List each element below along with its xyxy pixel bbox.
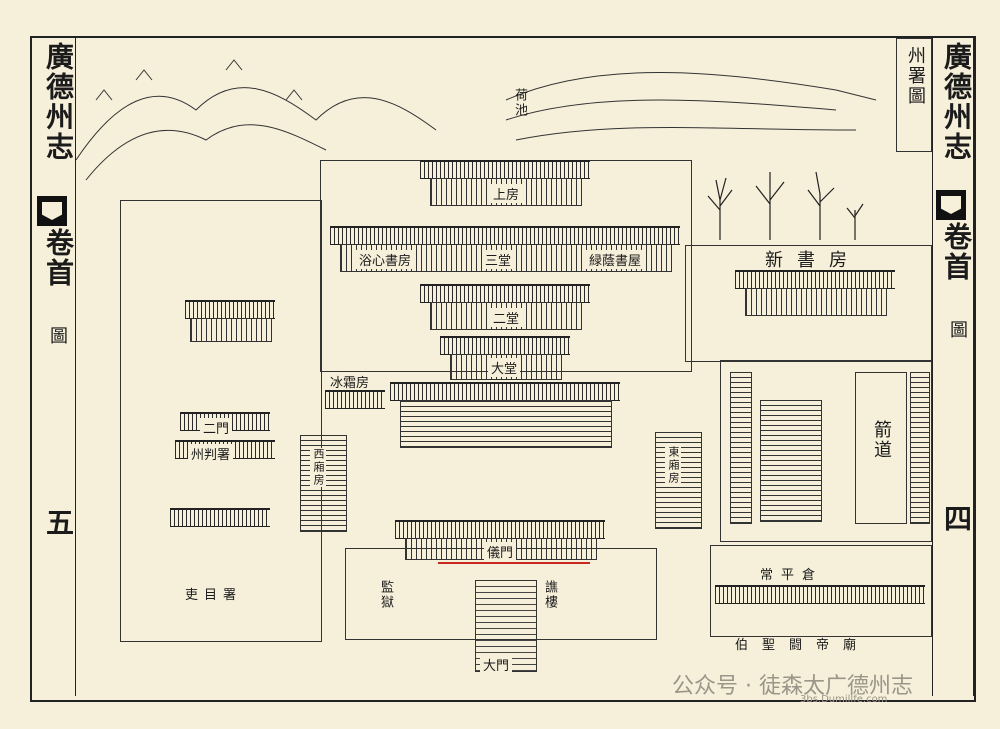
bingsi-room-roof [325, 390, 385, 409]
new-study-compound [685, 245, 932, 362]
upper-room-roof [420, 160, 590, 179]
label-bell-tower: 譙樓 [542, 580, 557, 610]
label-west-room: 西廂房 [310, 448, 326, 487]
arrow-path-compound [720, 360, 932, 542]
label-prison: 監獄 [378, 580, 393, 610]
great-hall-roof [440, 336, 570, 355]
label-east-room: 東廂房 [665, 446, 681, 485]
granary-roof [715, 585, 925, 604]
fish-tail-mark-right [936, 190, 966, 220]
label-yuhun-study: 緑蔭書屋 [586, 250, 645, 269]
west-hall-body [190, 318, 272, 342]
west-compound [120, 200, 322, 642]
label-arrow-path: 箭道 [871, 420, 892, 460]
left-section: 圖 [47, 326, 68, 346]
label-third-hall: 三堂 [482, 250, 515, 269]
trees-illustration [707, 171, 864, 240]
label-second-hall: 二堂 [490, 308, 523, 327]
map-caption: 州署圖 [905, 46, 926, 106]
left-page-number: 五 [42, 508, 75, 538]
right-title: 廣德州志 [940, 42, 973, 162]
west-lower-roof [170, 508, 270, 527]
right-page-number: 四 [940, 504, 973, 534]
label-ceremonial-gate: 儀門 [484, 542, 517, 561]
arrow-path-lane [855, 372, 907, 524]
third-hall-roof [330, 226, 680, 245]
label-lotus-pond: 荷池 [512, 88, 527, 118]
hills-illustration [76, 59, 877, 181]
left-chapter: 卷首 [42, 228, 75, 288]
label-great-hall: 大堂 [488, 358, 521, 377]
front-hall-roof [390, 382, 620, 401]
second-hall-roof [420, 284, 590, 303]
left-title: 廣德州志 [42, 42, 75, 162]
east-wing-right [910, 372, 930, 524]
label-earth-god-temple: 伯聖闘帝廟 [735, 638, 871, 653]
label-main-gate: 大門 [480, 655, 513, 674]
label-new-study: 新書房 [765, 250, 861, 271]
granary-compound [710, 545, 932, 637]
caption-box [896, 38, 932, 152]
new-study-roof [735, 270, 895, 289]
right-section: 圖 [947, 320, 968, 340]
ceremonial-gate-roof [395, 520, 605, 539]
label-second-gate: 二門 [200, 418, 233, 437]
label-bingsi-room: 冰霜房 [330, 376, 370, 391]
label-clerk-hall: 吏目署 [185, 588, 243, 603]
label-upper-room: 上房 [490, 184, 523, 203]
map-frame [30, 36, 976, 702]
new-study-body [745, 288, 887, 316]
label-zhouji-hall: 州判署 [188, 444, 234, 463]
watermark-text: 公众号 · 徒森太广德州志 [672, 674, 913, 699]
label-bath-study: 浴心書房 [356, 250, 415, 269]
east-wing-left [730, 372, 752, 524]
label-granary: 常平倉 [760, 568, 824, 583]
front-hall-body [400, 400, 612, 448]
east-wing-middle [760, 400, 822, 522]
red-underline [438, 562, 590, 564]
watermark-url: 3bs.Dumillfe.com [800, 694, 888, 705]
right-chapter: 卷首 [940, 222, 973, 282]
right-margin-column [932, 38, 974, 696]
left-margin-column [30, 38, 76, 696]
fish-tail-mark-left [37, 196, 67, 226]
west-hall-roof [185, 300, 275, 319]
